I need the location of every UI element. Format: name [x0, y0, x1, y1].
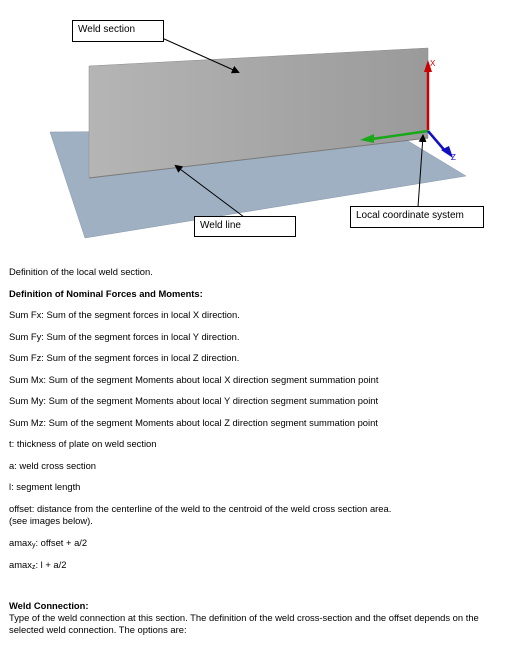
def-mx: Sum Mx: Sum of the segment Moments about…	[9, 374, 379, 385]
heading-forces: Definition of Nominal Forces and Moments…	[9, 288, 203, 299]
leader-weld-section	[161, 37, 240, 74]
label-weld-line: Weld line	[194, 216, 296, 237]
def-my: Sum My: Sum of the segment Moments about…	[9, 395, 379, 406]
z-axis-arrow	[427, 130, 447, 153]
def-offset-line2: (see images below).	[9, 515, 93, 526]
x-axis-label: X	[430, 59, 436, 68]
x-axis-head	[424, 60, 432, 72]
y-axis-head	[360, 134, 374, 143]
def-a: a: weld cross section	[9, 460, 97, 471]
z-axis-head	[441, 146, 453, 158]
def-fx: Sum Fx: Sum of the segment forces in loc…	[9, 309, 240, 320]
def-fz: Sum Fz: Sum of the segment forces in loc…	[9, 352, 240, 363]
leader-local-cs	[417, 134, 427, 208]
y-axis-arrow	[371, 129, 429, 141]
label-local-coordinate-system: Local coordinate system	[350, 206, 484, 228]
def-t: t: thickness of plate on weld section	[9, 438, 157, 449]
z-axis-label: Z	[451, 153, 456, 162]
leader-weld-line	[174, 164, 245, 218]
def-amaxz: amaxz: l + a/2	[9, 559, 67, 571]
intro-text: Definition of the local weld section.	[9, 266, 153, 277]
heading-weld-connection: Weld Connection:	[9, 600, 89, 611]
def-offset-line1: offset: distance from the centerline of …	[9, 503, 392, 514]
def-mz: Sum Mz: Sum of the segment Moments about…	[9, 417, 378, 428]
label-weld-section: Weld section	[72, 20, 164, 42]
weld-diagram: X Z	[49, 37, 467, 239]
def-amaxy: amaxy: offset + a/2	[9, 537, 88, 549]
def-fy: Sum Fy: Sum of the segment forces in loc…	[9, 331, 240, 342]
weld-line-edge	[88, 137, 429, 179]
def-l: l: segment length	[9, 481, 81, 492]
weld-connection-description: Type of the weld connection at this sect…	[9, 612, 479, 635]
weld-figure: X Z Weld section Weld line Local coordin…	[0, 0, 512, 250]
